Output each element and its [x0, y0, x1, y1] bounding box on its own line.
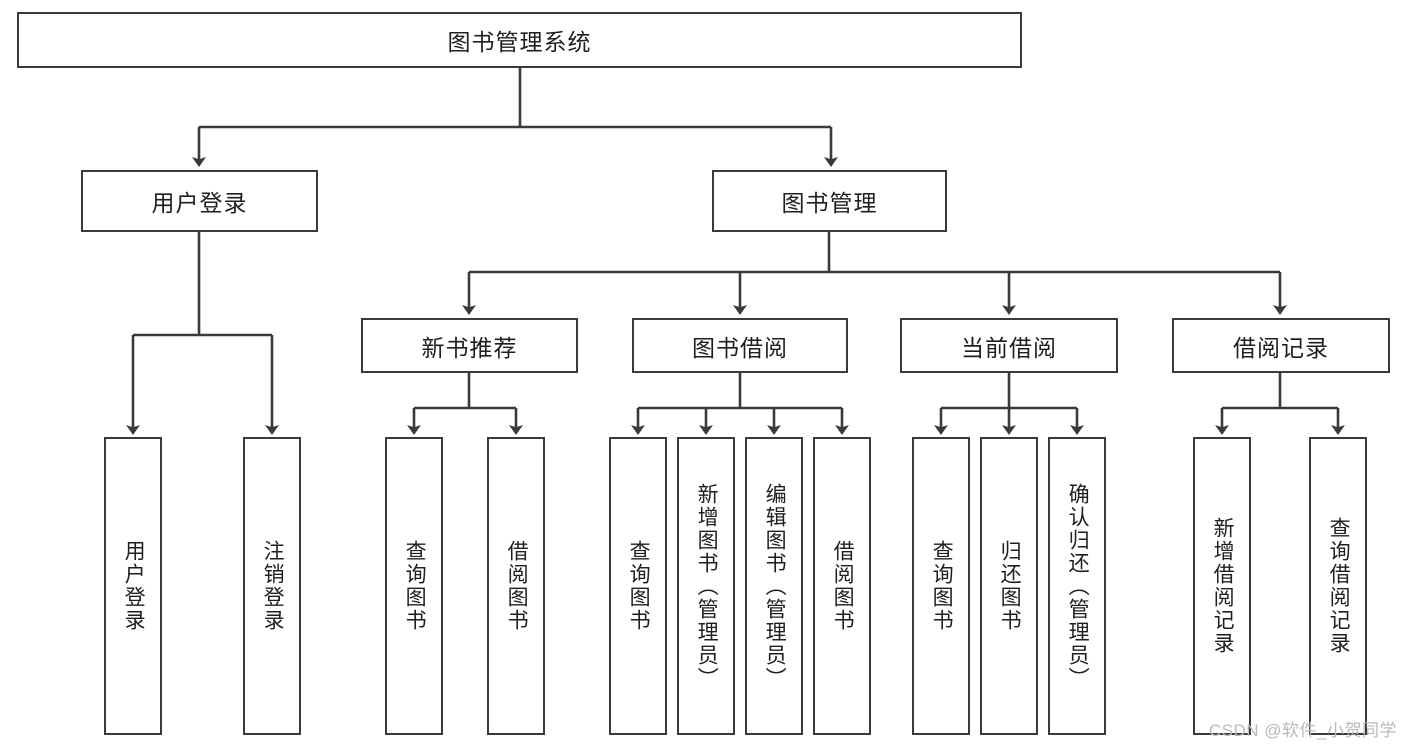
node-borrow-record-label: 借阅记录 [1233, 334, 1329, 361]
node-book-management-label: 图书管理 [781, 190, 878, 216]
leaf-label: 注销登录 [261, 540, 285, 632]
leaf-borrow-borrow-book[interactable]: 借阅图书 [813, 437, 871, 735]
node-new-book-recommend-label: 新书推荐 [421, 334, 518, 361]
node-borrow-record[interactable]: 借阅记录 [1172, 318, 1390, 373]
leaf-label: 编辑图书（管理员） [763, 482, 787, 690]
node-current-borrow[interactable]: 当前借阅 [900, 318, 1118, 373]
leaf-label: 查询图书 [627, 540, 651, 632]
leaf-user-login-signout[interactable]: 注销登录 [243, 437, 301, 735]
leaf-borrow-edit-book[interactable]: 编辑图书（管理员） [745, 437, 803, 735]
leaf-recommend-borrow-book[interactable]: 借阅图书 [487, 437, 545, 735]
leaf-label: 借阅图书 [505, 540, 529, 632]
node-book-management[interactable]: 图书管理 [712, 170, 947, 232]
leaf-label: 用户登录 [122, 540, 146, 632]
node-book-borrow[interactable]: 图书借阅 [632, 318, 848, 373]
node-root-label: 图书管理系统 [447, 29, 592, 55]
leaf-recommend-query-book[interactable]: 查询图书 [385, 437, 443, 735]
leaf-label: 查询借阅记录 [1327, 517, 1351, 655]
node-user-login-label: 用户登录 [151, 190, 248, 216]
leaf-label: 归还图书 [998, 540, 1022, 632]
leaf-user-login-signin[interactable]: 用户登录 [104, 437, 162, 735]
leaf-label: 新增借阅记录 [1211, 517, 1235, 655]
leaf-label: 确认归还（管理员） [1066, 482, 1090, 690]
watermark: CSDN @软件_小贺同学 [1208, 721, 1397, 740]
leaf-current-return-book[interactable]: 归还图书 [980, 437, 1038, 735]
node-book-borrow-label: 图书借阅 [692, 334, 788, 361]
leaf-label: 查询图书 [930, 540, 954, 632]
leaf-label: 新增图书（管理员） [695, 482, 719, 690]
leaf-borrow-query-book[interactable]: 查询图书 [609, 437, 667, 735]
node-new-book-recommend[interactable]: 新书推荐 [361, 318, 578, 373]
leaf-label: 借阅图书 [831, 540, 855, 632]
leaf-record-add-record[interactable]: 新增借阅记录 [1193, 437, 1251, 735]
node-user-login[interactable]: 用户登录 [81, 170, 318, 232]
leaf-record-query-record[interactable]: 查询借阅记录 [1309, 437, 1367, 735]
leaf-current-query-book[interactable]: 查询图书 [912, 437, 970, 735]
leaf-borrow-add-book[interactable]: 新增图书（管理员） [677, 437, 735, 735]
node-current-borrow-label: 当前借阅 [961, 334, 1057, 361]
leaf-current-confirm-return[interactable]: 确认归还（管理员） [1048, 437, 1106, 735]
leaf-label: 查询图书 [403, 540, 427, 632]
node-root[interactable]: 图书管理系统 [17, 12, 1022, 68]
